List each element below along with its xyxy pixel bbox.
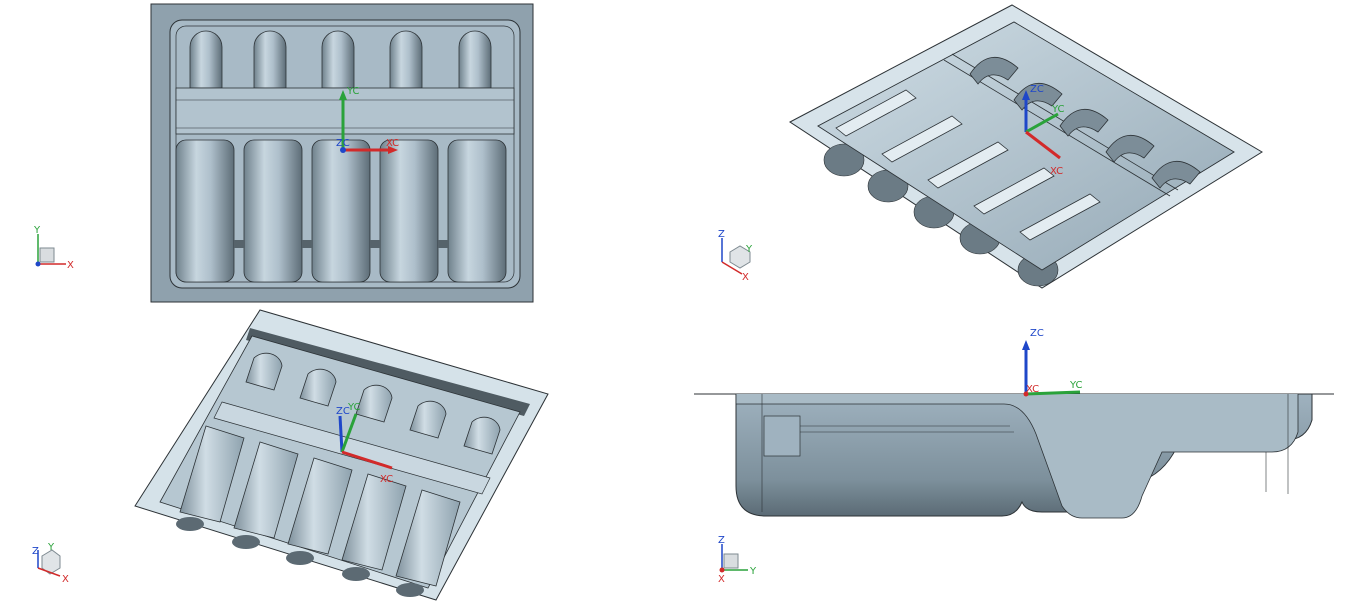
- csys-z-label: ZC: [1030, 84, 1044, 95]
- large-pockets: [175, 139, 507, 283]
- csys-x-label: XC: [380, 474, 393, 485]
- csys-z-label: ZC: [336, 406, 350, 417]
- csys-x-label: XC: [1026, 384, 1039, 395]
- triad-z-label: Z: [718, 229, 725, 240]
- isometric-view-1-viewport[interactable]: ZC YC XC Z X Y: [684, 0, 1368, 306]
- csys-y-label: YC: [1051, 104, 1065, 115]
- triad-y-label: Y: [33, 225, 41, 236]
- pocket-bottoms: [176, 517, 424, 597]
- triad-x-label: X: [62, 574, 69, 585]
- triad-x-label: X: [742, 272, 749, 283]
- triad-y-label: Y: [47, 542, 55, 553]
- large-pockets: [179, 425, 461, 587]
- isometric-view-2-viewport[interactable]: ZC YC XC Z Y X: [0, 306, 684, 613]
- triad-y-label: Y: [749, 566, 757, 577]
- wcs-triad-icon[interactable]: YC XC ZC: [336, 86, 399, 154]
- inner-step: [763, 415, 801, 457]
- top-view-viewport[interactable]: YC XC ZC Y X: [0, 0, 684, 306]
- triad-z-label: Z: [32, 546, 39, 557]
- csys-x-label: XC: [386, 138, 399, 149]
- triad-x-label: X: [67, 260, 74, 271]
- csys-z-label: ZC: [1030, 328, 1044, 339]
- triad-x-label: X: [718, 574, 725, 585]
- csys-y-label: YC: [1069, 380, 1083, 391]
- wcs-triad-icon[interactable]: ZC YC XC: [336, 402, 393, 485]
- csys-y-label: YC: [346, 86, 360, 97]
- triad-z-label: Z: [718, 535, 725, 546]
- view-triad-icon[interactable]: Y X: [33, 225, 74, 271]
- cube-orientation-icon[interactable]: Z X Y: [718, 229, 753, 283]
- wcs-triad-icon[interactable]: ZC YC XC: [1022, 328, 1083, 397]
- large-pockets: [835, 89, 1101, 241]
- csys-y-label: YC: [347, 402, 361, 413]
- side-view-viewport[interactable]: ZC YC XC Z Y X: [684, 306, 1368, 613]
- small-pockets: [245, 352, 501, 455]
- center-rib: [175, 87, 515, 135]
- small-pockets: [189, 30, 492, 89]
- cube-orientation-icon[interactable]: Z Y X: [32, 542, 69, 585]
- wcs-triad-icon[interactable]: ZC YC XC: [1022, 84, 1065, 177]
- csys-x-label: XC: [1050, 166, 1063, 177]
- triad-y-label: Y: [745, 244, 753, 255]
- csys-z-label: ZC: [336, 138, 350, 149]
- view-triad-icon[interactable]: Z Y X: [718, 535, 757, 585]
